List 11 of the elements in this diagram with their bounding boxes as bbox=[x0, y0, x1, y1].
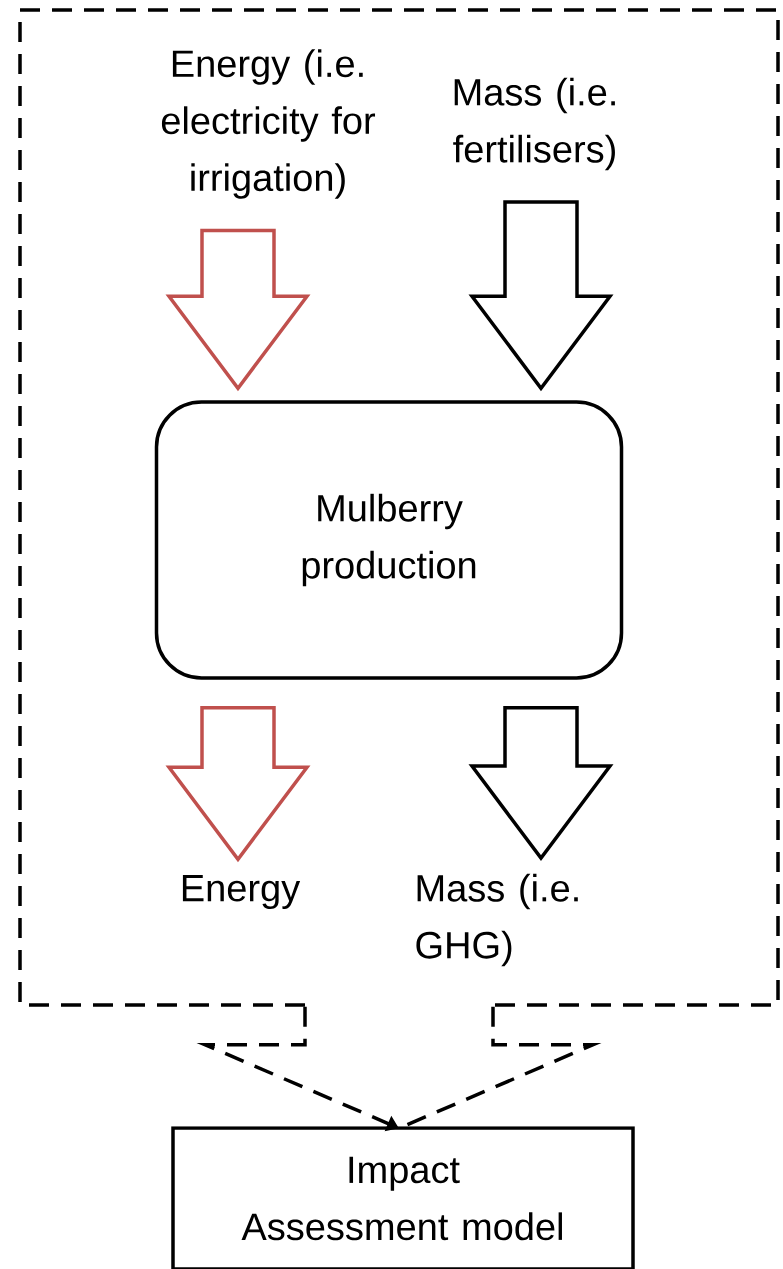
block-arrow bbox=[468, 706, 614, 861]
block-arrow bbox=[165, 228, 311, 392]
flow-label: Mass (i.e. GHG) bbox=[416, 873, 578, 967]
block-arrow bbox=[165, 706, 311, 863]
flow-label: Energy (i.e. electricity for irrigation) bbox=[161, 49, 376, 199]
flow-label: Energy bbox=[182, 875, 301, 910]
flow-label: Mass (i.e. fertilisers) bbox=[453, 77, 615, 171]
model-box: Impact Assessment model bbox=[171, 1126, 635, 1269]
block-arrow bbox=[468, 200, 614, 392]
system-boundary bbox=[18, 8, 780, 1007]
process-box: Mulberry production bbox=[154, 400, 624, 680]
